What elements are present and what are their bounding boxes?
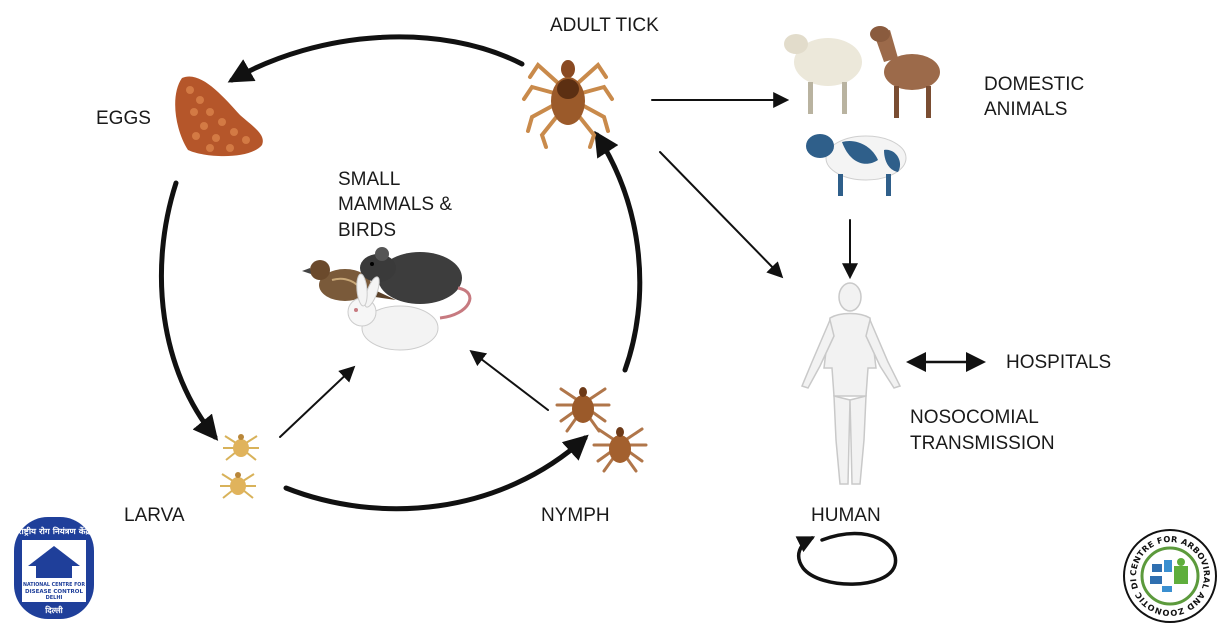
ncdc-logo-bottom-text: दिल्ली: [44, 605, 63, 615]
hospitals-label: HOSPITALS: [1006, 352, 1111, 373]
domestic-animals-label-line-2: ANIMALS: [984, 99, 1067, 120]
goat-icon: [870, 26, 940, 118]
cow-icon: [806, 134, 906, 196]
larva-tick-icon: [220, 434, 259, 498]
arrow-nymph-to-hosts: [472, 352, 548, 410]
human-to-human-loop-arrow: [799, 533, 896, 584]
arrow-larva-to-hosts: [280, 368, 353, 437]
small-mammals-label-line-2: MAMMALS &: [338, 194, 452, 215]
larva-label: LARVA: [124, 505, 185, 526]
nymph-tick-icon: [557, 387, 646, 471]
arrow-adult-to-human: [660, 152, 781, 276]
nymph-label: NYMPH: [541, 505, 610, 526]
small-mammals-label-line-3: BIRDS: [338, 220, 396, 241]
ncdc-logo-line-3: DELHI: [46, 595, 63, 601]
human-label: HUMAN: [811, 505, 881, 526]
ncdc-logo-top-text: राष्ट्रीय रोग नियंत्रण केंद्र: [17, 526, 91, 536]
arrow-adult-to-eggs: [232, 37, 522, 80]
sheep-icon: [784, 34, 862, 114]
nosocomial-label-line-1: NOSOCOMIAL: [910, 407, 1039, 428]
nosocomial-label-line-2: TRANSMISSION: [910, 433, 1055, 454]
eggs-label: EGGS: [96, 108, 151, 129]
arrow-larva-to-nymph: [286, 438, 585, 509]
arrow-nymph-to-adult: [597, 135, 640, 370]
adult-tick-label: ADULT TICK: [550, 15, 659, 36]
small-mammals-birds-illustration: [302, 247, 470, 350]
eggs-cluster-icon: [175, 76, 263, 156]
domestic-animals-label-line-1: DOMESTIC: [984, 74, 1084, 95]
arrow-eggs-to-larva: [161, 183, 215, 437]
ncdc-logo: राष्ट्रीय रोग नियंत्रण केंद्र NATIONAL C…: [14, 517, 94, 619]
domestic-animals-illustration: [784, 26, 940, 196]
ncdc-logo-line-1: NATIONAL CENTRE FOR: [23, 582, 86, 588]
human-figure-illustration: [802, 283, 900, 484]
small-mammals-label-line-1: SMALL: [338, 169, 400, 190]
